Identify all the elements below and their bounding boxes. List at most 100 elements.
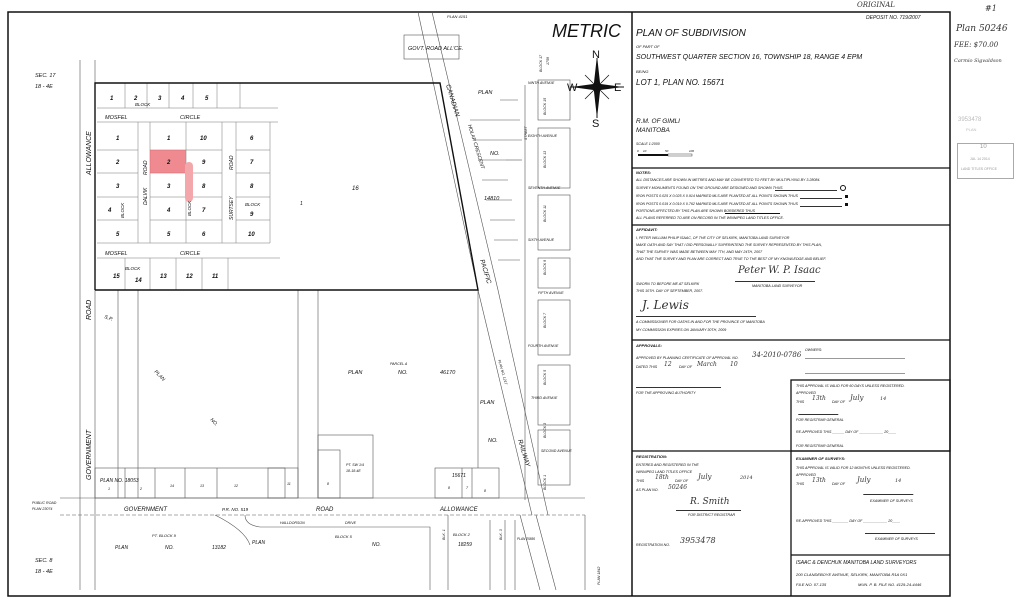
lot-number: 4	[180, 96, 185, 102]
signature-line	[735, 281, 815, 282]
lot-number: 2	[166, 160, 171, 166]
p14810-label: 14810	[484, 196, 500, 202]
plan-diag-1: PLAN	[153, 369, 167, 383]
plan-title: PLAN OF SUBDIVISION	[636, 28, 746, 39]
highlighted-lot	[150, 150, 186, 173]
lot-number: 9	[202, 160, 206, 166]
registration-line: ENTERED AND REGISTERED IN THE	[636, 463, 699, 467]
government-v-label: GOVERNMENT	[86, 429, 93, 480]
registration-year: 2014	[740, 475, 753, 481]
lot-number: 2	[133, 96, 138, 102]
plan-13182-c: 13182	[212, 545, 226, 551]
monument-found-icon	[840, 185, 846, 191]
margin-reg: 3953478	[958, 117, 982, 123]
note-line: SURVEY MONUMENTS FOUND ON THE GROUND ARE…	[636, 186, 783, 190]
scale-bar: 0 10 50 100	[637, 149, 694, 157]
lot-number: 11	[212, 274, 219, 280]
file-number: FILE NO. 07-135	[796, 582, 827, 587]
examiner-valid: THIS APPROVAL IS VALID FOR 12 MONTHS UNL…	[796, 466, 911, 470]
this-label: THIS	[796, 482, 805, 486]
block11: BLOCK 11	[543, 205, 547, 222]
block-mid: BLOCK	[187, 200, 192, 216]
lot-number: 10	[200, 136, 207, 142]
compass-labels: N S E W	[567, 49, 621, 130]
signature-line	[636, 387, 721, 388]
stamp-date: JUL 14 2014	[970, 157, 990, 161]
compass-rose-icon	[570, 58, 624, 118]
sworn-line: SWORN TO BEFORE ME AT SELKIRK	[636, 282, 700, 286]
pacific-label: PACIFIC	[478, 259, 492, 285]
metric-label: METRIC	[552, 21, 622, 41]
lot16-label: 16	[352, 186, 359, 192]
lot-number: 15	[113, 274, 120, 280]
affidavit-line: THAT THE SURVEY WAS MADE BETWEEN MAY 7TH…	[636, 250, 763, 254]
road-surtsey: ROAD	[229, 155, 235, 170]
lot-number: 12	[186, 274, 193, 280]
lot-number: 3	[116, 184, 120, 190]
plan15671: 15671	[452, 473, 466, 479]
road-h: ROAD	[316, 507, 334, 513]
stamp-office: LAND TITLES OFFICE	[961, 167, 997, 171]
plan-label: AS PLAN NO.	[636, 488, 659, 492]
lot-number: 14	[170, 484, 174, 488]
highlighted-block-strip	[185, 162, 193, 202]
examiner-approved: APPROVED	[796, 473, 816, 477]
commission-expiry: MY COMMISSION EXPIRES ON JANUARY 30TH, 2…	[636, 328, 727, 332]
pt-block9: PT. BLOCK 9	[152, 533, 177, 538]
blk3: BLK. 3	[499, 529, 503, 540]
halldorson: HALLDORSON	[280, 521, 305, 525]
lot-number: 7	[466, 486, 469, 490]
holar-label: HOLAR CRESCENT	[466, 124, 485, 171]
lot-number: 13	[200, 484, 204, 488]
sec8-label: SEC. 8	[35, 558, 53, 564]
plan-south: PLAN	[252, 540, 265, 546]
registrar-valid: THIS APPROVAL IS VALID FOR 60 DAYS UNLES…	[796, 384, 905, 388]
lot-number: 8	[250, 184, 254, 190]
lot-number: 13	[160, 274, 167, 280]
block1: BLOCK 1	[543, 475, 547, 490]
lot-number: 12	[234, 484, 238, 488]
examiner-year: 14	[895, 478, 902, 484]
registrar-caption: FOR REGISTRAR GENERAL	[796, 418, 844, 422]
plan18053: PLAN NO. 18053	[100, 478, 139, 484]
plan-diag-2: NO.	[209, 417, 220, 428]
surveyor-address: 200 CLANDEBOYE AVENUE, SELKIRK, MANITOBA…	[796, 572, 908, 577]
district-registrar-caption: FOR DISTRICT REGISTRAR	[688, 513, 736, 517]
registration-month: July	[698, 473, 712, 481]
registration-no-label: REGISTRATION NO.	[636, 543, 671, 547]
blk1: BLK. 1	[442, 529, 446, 540]
registration-line: WINNIPEG LAND TITLES OFFICE	[636, 470, 693, 474]
scale-tick: 100	[689, 149, 694, 153]
dated-label: DATED THIS	[636, 365, 658, 369]
stamp-number: 10	[980, 144, 987, 150]
avenue-2: SECOND AVENUE	[541, 449, 572, 453]
avenue-9: NINTH AVENUE	[528, 81, 555, 85]
plan1842: PLAN 1842	[597, 567, 601, 585]
scale-tick: 0	[637, 149, 639, 153]
day-of-label: DAY OF	[679, 365, 693, 369]
owner-line	[805, 373, 905, 374]
municipality: R.M. OF GIMLI	[636, 118, 680, 125]
avenue-4: FOURTH AVENUE	[528, 344, 559, 348]
approval-day: 12	[664, 361, 672, 368]
twp8-label: 18 - 4E	[35, 569, 53, 575]
parcel-a: PARCEL A	[390, 362, 408, 366]
lot-number: 6	[250, 136, 254, 142]
of-part-of: OF PART OF	[636, 44, 660, 49]
road-v-label: ROAD	[86, 300, 93, 320]
surveyor-firm: ISAAC & DENCHUK MANITOBA LAND SURVEYORS	[796, 560, 917, 566]
block7: BLOCK 7	[543, 312, 547, 328]
signature-line	[865, 533, 935, 534]
examiner-caption: EXAMINER OF SURVEYS	[870, 499, 913, 503]
note-line: ALL DISTANCES ARE SHOWN IN METRES AND MA…	[636, 178, 821, 182]
lot-number: 2	[139, 487, 142, 491]
lot-number: 1	[108, 487, 110, 491]
municipal-file-number: MUN. P. B. FILE NO. 4129-24-4446	[858, 582, 922, 587]
plan1217: PLAN NO. 1217	[497, 359, 508, 386]
lot-number: 2	[115, 160, 120, 166]
lot-number: 11	[287, 482, 291, 486]
lot-number: 3	[167, 184, 171, 190]
canadian-label: CANADIAN	[444, 84, 461, 118]
bordered-portion-sample	[725, 213, 780, 214]
no-label-cpr: NO.	[490, 151, 500, 157]
